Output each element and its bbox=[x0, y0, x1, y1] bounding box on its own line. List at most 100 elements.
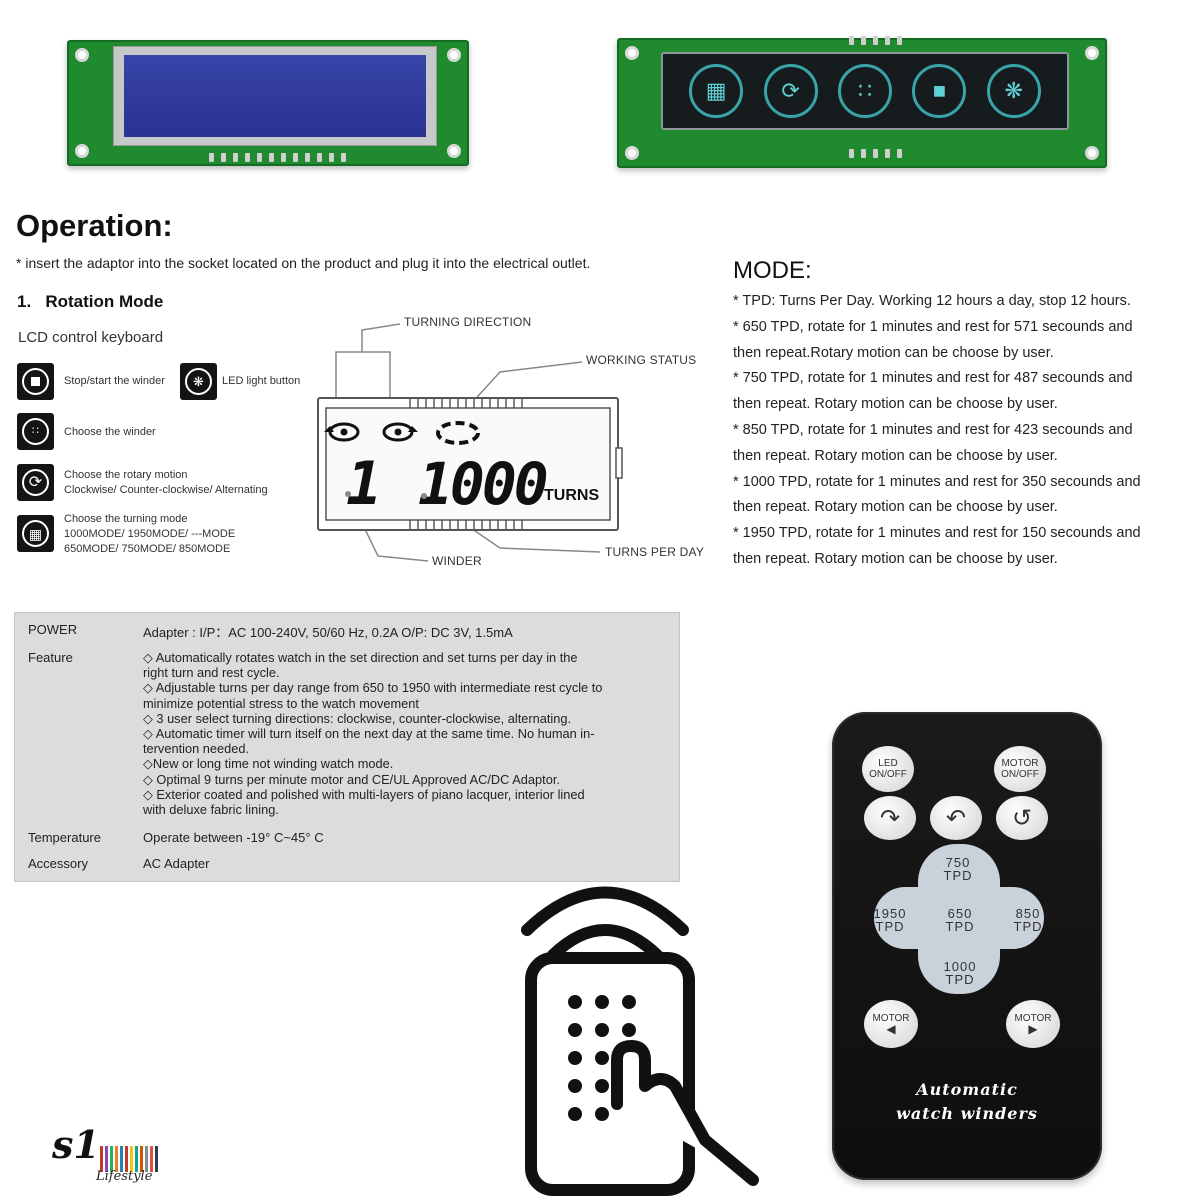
key-label-mode-1: Choose the turning mode bbox=[64, 513, 188, 525]
lcd-module-photo bbox=[67, 40, 469, 166]
feature-line: tervention needed. bbox=[143, 741, 250, 757]
mode-line: * 1950 TPD, rotate for 1 minutes and res… bbox=[733, 525, 1141, 542]
clockwise-arrow-icon: ↷ bbox=[879, 804, 901, 832]
mode-icon: ▦ bbox=[689, 64, 744, 118]
feature-list: ◇ Automatically rotates watch in the set… bbox=[143, 650, 602, 817]
remote-brand-line2: watch winders bbox=[896, 1104, 1038, 1123]
operation-note: * insert the adaptor into the socket loc… bbox=[16, 255, 591, 271]
lcd-keyboard-label: LCD control keyboard bbox=[18, 329, 164, 346]
led-light-icon: ❋ bbox=[180, 363, 217, 400]
key-label-stop: Stop/start the winder bbox=[64, 375, 165, 387]
temperature-value: Operate between -19° C~45° C bbox=[143, 830, 324, 845]
rotation-icon: ⟳ bbox=[17, 464, 54, 501]
triangle-left-icon: ◀ bbox=[886, 1022, 896, 1036]
mode-line: then repeat. Rotary motion can be choose… bbox=[733, 499, 1058, 516]
feature-line: ◇ Automatically rotates watch in the set… bbox=[143, 650, 578, 665]
feature-line: ◇ Exterior coated and polished with mult… bbox=[143, 786, 585, 802]
working-status-icon bbox=[436, 421, 480, 445]
mode-line: * 750 TPD, rotate for 1 minutes and rest… bbox=[733, 370, 1133, 387]
motor-on-off-button[interactable]: MOTOR ON/OFF bbox=[994, 746, 1046, 792]
mount-hole bbox=[1085, 146, 1099, 160]
operation-title: Operation: bbox=[16, 208, 173, 243]
mode-title: MODE: bbox=[733, 257, 812, 284]
winder-select-icon: ∷ bbox=[837, 64, 892, 118]
key-label-rotation-1: Choose the rotary motion bbox=[64, 469, 188, 481]
lcd-diagram-drawing: 1 1000 TURNS bbox=[317, 323, 623, 562]
feature-line: with deluxe fabric lining. bbox=[143, 802, 279, 818]
turns-per-day-label: TURNS PER DAY bbox=[605, 545, 705, 559]
triangle-right-icon: ▶ bbox=[1028, 1022, 1038, 1036]
mount-hole bbox=[447, 144, 461, 158]
counter-clockwise-button[interactable]: ↶ bbox=[930, 796, 982, 840]
turns-unit: TURNS bbox=[544, 487, 599, 504]
brand-logo-mark: s1 Lifestyle bbox=[51, 1122, 158, 1184]
mount-hole bbox=[447, 48, 461, 62]
mode-line: * TPD: Turns Per Day. Working 12 hours a… bbox=[733, 293, 1131, 309]
clockwise-button[interactable]: ↷ bbox=[864, 796, 916, 840]
key-label-led: LED light button bbox=[222, 375, 301, 387]
feature-line: minimize potential stress to the watch m… bbox=[143, 695, 419, 711]
mode-line: then repeat. Rotary motion can be choose… bbox=[733, 550, 1058, 567]
mount-hole bbox=[625, 146, 639, 160]
feature-line: ◇ Adjustable turns per day range from 65… bbox=[143, 680, 603, 696]
remote-control-icon bbox=[521, 886, 759, 1196]
feature-line: ◇ Optimal 9 turns per minute motor and C… bbox=[143, 771, 560, 787]
direction-icon bbox=[382, 422, 418, 442]
key-label-rotation-2: Clockwise/ Counter-clockwise/ Alternatin… bbox=[64, 484, 268, 496]
mode-line: * 850 TPD, rotate for 1 minutes and rest… bbox=[733, 421, 1133, 438]
motor-right-button[interactable]: MOTOR ▶ bbox=[1006, 1000, 1060, 1048]
pin-header bbox=[209, 153, 346, 162]
svg-text:Lifestyle: Lifestyle bbox=[95, 1169, 153, 1184]
motor-left-button[interactable]: MOTOR ◀ bbox=[864, 1000, 918, 1048]
feature-line: right turn and rest cycle. bbox=[143, 665, 280, 681]
alternating-button[interactable]: ↺ bbox=[996, 796, 1048, 840]
touch-panel-screen: ▦ ⟳ ∷ ■ ❋ bbox=[661, 52, 1069, 130]
led-on-off-button[interactable]: LED ON/OFF bbox=[862, 746, 914, 792]
remote-brand-line1: Automatic bbox=[916, 1080, 1018, 1099]
accessory-key: Accessory bbox=[28, 856, 88, 871]
mode-line: * 1000 TPD, rotate for 1 minutes and res… bbox=[733, 473, 1141, 490]
brand-logo: s1 Lifestyle bbox=[48, 1112, 168, 1192]
power-value: Adapter : I/P：AC 100-240V, 50/60 Hz, 0.2… bbox=[143, 625, 513, 640]
feature-key: Feature bbox=[28, 650, 73, 665]
tpd-pad bbox=[874, 887, 1044, 949]
feature-line: ◇ Automatic timer will turn itself on th… bbox=[143, 726, 595, 742]
svg-text:s1: s1 bbox=[51, 1122, 100, 1167]
winder-select-icon: ∷ bbox=[17, 413, 54, 450]
working-status-label: WORKING STATUS bbox=[586, 353, 697, 367]
stop-icon: ■ bbox=[912, 64, 967, 118]
direction-icon bbox=[324, 422, 360, 442]
mode-line: then repeat. Rotary motion can be choose… bbox=[733, 396, 1058, 413]
mount-hole bbox=[1085, 46, 1099, 60]
mode-line: then repeat. Rotary motion can be choose… bbox=[733, 447, 1058, 464]
alternating-arrow-icon: ↺ bbox=[1011, 804, 1033, 832]
power-key: POWER bbox=[28, 622, 78, 637]
counter-clockwise-arrow-icon: ↶ bbox=[945, 804, 967, 832]
key-label-mode-2: 1000MODE/ 1950MODE/ ---MODE bbox=[64, 528, 236, 540]
temperature-key: Temperature bbox=[28, 830, 101, 845]
rotation-mode-heading: 1. Rotation Mode bbox=[17, 292, 164, 311]
turning-direction-label: TURNING DIRECTION bbox=[404, 315, 532, 329]
mode-line: * 650 TPD, rotate for 1 minutes and rest… bbox=[733, 318, 1133, 335]
blue-lcd-screen bbox=[113, 46, 437, 146]
mount-hole bbox=[625, 46, 639, 60]
led-light-icon: ❋ bbox=[986, 64, 1041, 118]
feature-line: ◇New or long time not winding watch mode… bbox=[143, 756, 394, 772]
key-label-winder: Choose the winder bbox=[64, 426, 156, 438]
mount-hole bbox=[75, 48, 89, 62]
mount-hole bbox=[75, 144, 89, 158]
pin-header bbox=[849, 149, 902, 158]
mode-line: then repeat.Rotary motion can be choose … bbox=[733, 344, 1054, 361]
touch-panel-photo: ▦ ⟳ ∷ ■ ❋ bbox=[617, 36, 1107, 168]
spec-table: POWER Adapter : I/P：AC 100-240V, 50/60 H… bbox=[14, 612, 680, 882]
winder-label: WINDER bbox=[432, 554, 482, 568]
pin-header bbox=[849, 36, 902, 45]
rotation-icon: ⟳ bbox=[763, 64, 818, 118]
turns-value: 1000 bbox=[418, 450, 547, 518]
winder-digit: 1 bbox=[346, 449, 382, 519]
